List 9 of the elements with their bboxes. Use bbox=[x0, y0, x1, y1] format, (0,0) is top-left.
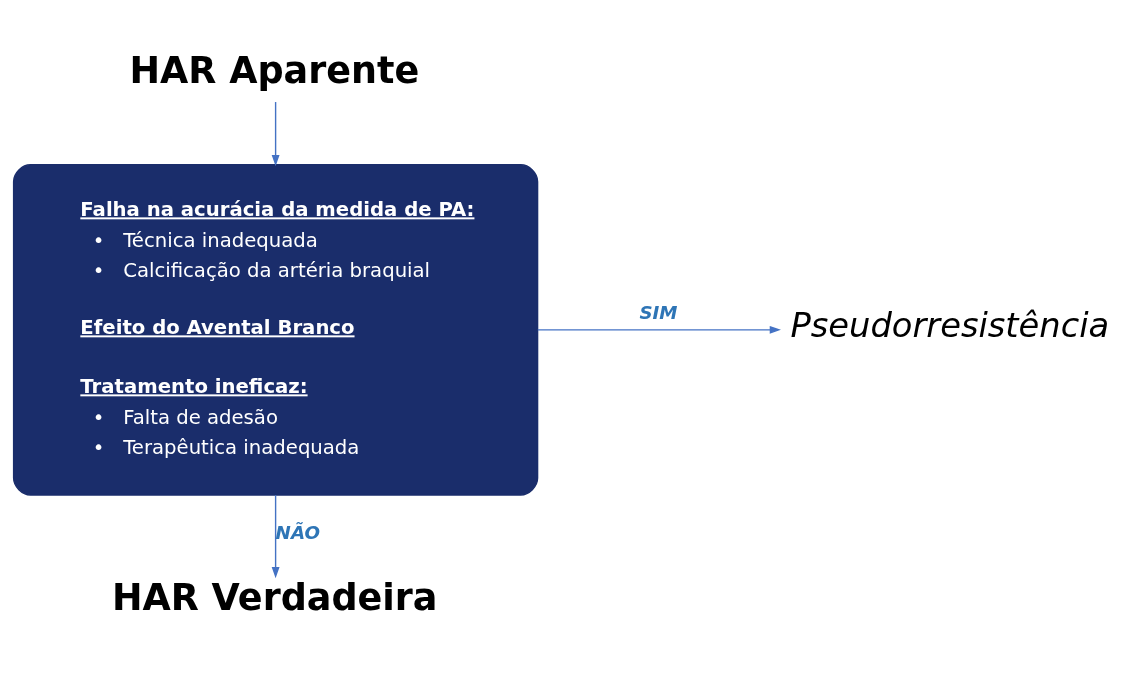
node-box: Falha na acurácia da medida de PA: • Técnica inadequada • Calcificação da artéria braquial Efeito do Avental Branco Tratamento ineficaz: • Falta de adesão • Terapêutica inadequada bbox=[12, 164, 539, 496]
node-text: HAR Verdadeira bbox=[111, 575, 438, 619]
arrow bbox=[271, 494, 280, 579]
arrow bbox=[271, 101, 280, 167]
node-text: HAR Aparente bbox=[129, 49, 420, 93]
edge-label: SIM bbox=[639, 302, 678, 324]
node-text: Pseudorresistência bbox=[790, 306, 1110, 346]
arrow bbox=[537, 325, 781, 334]
edge-label: NÃO bbox=[275, 522, 320, 544]
